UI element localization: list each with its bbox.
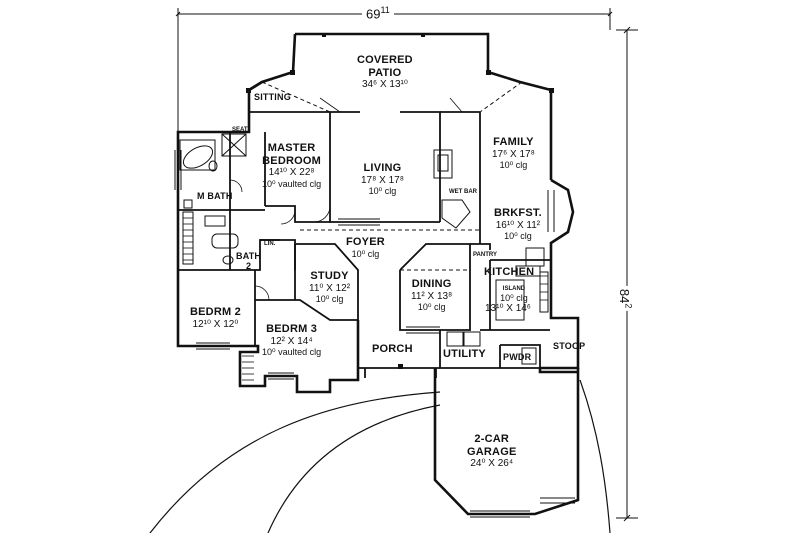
covered-patio-label: COVERED PATIO 34⁶ X 13¹⁰ [357, 54, 413, 91]
family-size: 17⁶ X 17⁸ [492, 148, 535, 160]
depth-value: 84 [617, 288, 633, 304]
lin-label: LIN. [264, 241, 276, 247]
covered-patio-name-2: PATIO [368, 66, 402, 79]
master-bedroom-ceiling: 10⁰ vaulted clg [262, 178, 322, 189]
porch-label: PORCH [372, 343, 413, 355]
bedrm2-size: 12¹⁰ X 12⁰ [192, 318, 239, 330]
family-label: FAMILY 17⁶ X 17⁸ 10⁰ clg [492, 136, 535, 170]
bedrm2-name: BEDRM 2 [190, 306, 241, 318]
door-swings [229, 97, 463, 301]
bedrm3-size: 12² X 14⁴ [270, 335, 313, 347]
kitchen-size: 13¹⁰ X 14⁶ [485, 303, 531, 315]
living-label: LIVING 17⁸ X 17⁸ 10⁰ clg [361, 162, 404, 196]
depth-sup: 2 [623, 303, 634, 309]
dashed-lines [249, 81, 550, 271]
study-size: 11⁰ X 12² [309, 282, 351, 294]
bedrm3-ceiling: 10⁰ vaulted clg [262, 347, 322, 358]
study-name: STUDY [310, 270, 349, 282]
bath2-number: 2 [245, 261, 252, 272]
living-name: LIVING [363, 162, 402, 174]
foyer-name: FOYER [346, 236, 385, 248]
master-bedroom-size: 14¹⁰ X 22⁸ [268, 167, 315, 179]
closet-hatching [183, 217, 548, 381]
interior-walls [178, 111, 550, 378]
covered-patio-size: 34⁶ X 13¹⁰ [361, 79, 408, 91]
island-name: ISLAND [502, 286, 526, 292]
patio-posts [246, 33, 554, 369]
study-ceiling: 10⁰ clg [315, 294, 344, 305]
brkfst-size: 16¹⁰ X 11² [495, 219, 541, 231]
utility-label: UTILITY [443, 348, 486, 360]
pwdr-label: PWDR [503, 352, 532, 362]
dining-ceiling: 10⁰ clg [417, 302, 446, 313]
kitchen-label: KITCHEN [484, 266, 535, 278]
driveway-curves [149, 379, 611, 533]
family-ceiling: 10⁰ clg [499, 160, 528, 171]
brkfst-label: BRKFST. 16¹⁰ X 11² 10⁰ clg [494, 207, 542, 241]
pantry-label: PANTRY [473, 252, 497, 258]
garage-size: 24⁰ X 26⁴ [470, 458, 514, 470]
master-bedroom-name: MASTER [267, 142, 316, 154]
seat-label: SEAT [232, 127, 248, 133]
stoop-label: STOOP [553, 341, 586, 351]
bedrm2-label: BEDRM 2 12¹⁰ X 12⁰ [190, 306, 241, 330]
dining-label: DINING 11² X 13⁸ 10⁰ clg [411, 278, 452, 312]
dining-size: 11² X 13⁸ [411, 290, 453, 302]
bedrm3-name: BEDRM 3 [266, 323, 318, 335]
windows [174, 150, 575, 518]
bedrm3-label: BEDRM 3 12² X 14⁴ 10⁰ vaulted clg [262, 323, 321, 357]
master-bedroom-name-2: BEDROOM [262, 154, 321, 167]
brkfst-name: BRKFST. [494, 207, 542, 219]
living-ceiling: 10⁰ clg [368, 186, 397, 197]
sitting-label: SITTING [254, 92, 291, 102]
family-name: FAMILY [493, 136, 534, 148]
fixtures [179, 133, 549, 365]
living-size: 17⁸ X 17⁸ [361, 174, 404, 186]
study-label: STUDY 11⁰ X 12² 10⁰ clg [309, 270, 350, 304]
garage-label: 2-CAR GARAGE 24⁰ X 26⁴ [467, 433, 516, 470]
brkfst-ceiling: 10⁰ clg [504, 231, 532, 242]
width-dimension-label: 6911 [362, 5, 394, 23]
garage-name-2: GARAGE [467, 445, 517, 458]
bath2-name: BATH [236, 251, 262, 261]
kitchen-ceiling: 10⁰ clg [500, 292, 528, 303]
width-sup: 11 [380, 5, 390, 15]
m-bath-label: M BATH [197, 191, 233, 201]
foyer-ceiling: 10⁰ clg [351, 248, 380, 259]
width-value: 69 [366, 6, 381, 22]
master-bedroom-label: MASTER BEDROOM 14¹⁰ X 22⁸ 10⁰ vaulted cl… [262, 142, 321, 189]
wet-bar-label: WET BAR [449, 189, 477, 195]
dining-name: DINING [411, 278, 452, 290]
covered-patio-name: COVERED [357, 54, 413, 66]
island-label: ISLAND 10⁰ clg 13¹⁰ X 14⁶ [485, 286, 531, 315]
foyer-label: FOYER 10⁰ clg [346, 236, 385, 259]
bath2-label: BATH 2 [236, 251, 261, 272]
depth-dimension-label: 842 [616, 285, 634, 312]
garage-name: 2-CAR [474, 433, 510, 445]
